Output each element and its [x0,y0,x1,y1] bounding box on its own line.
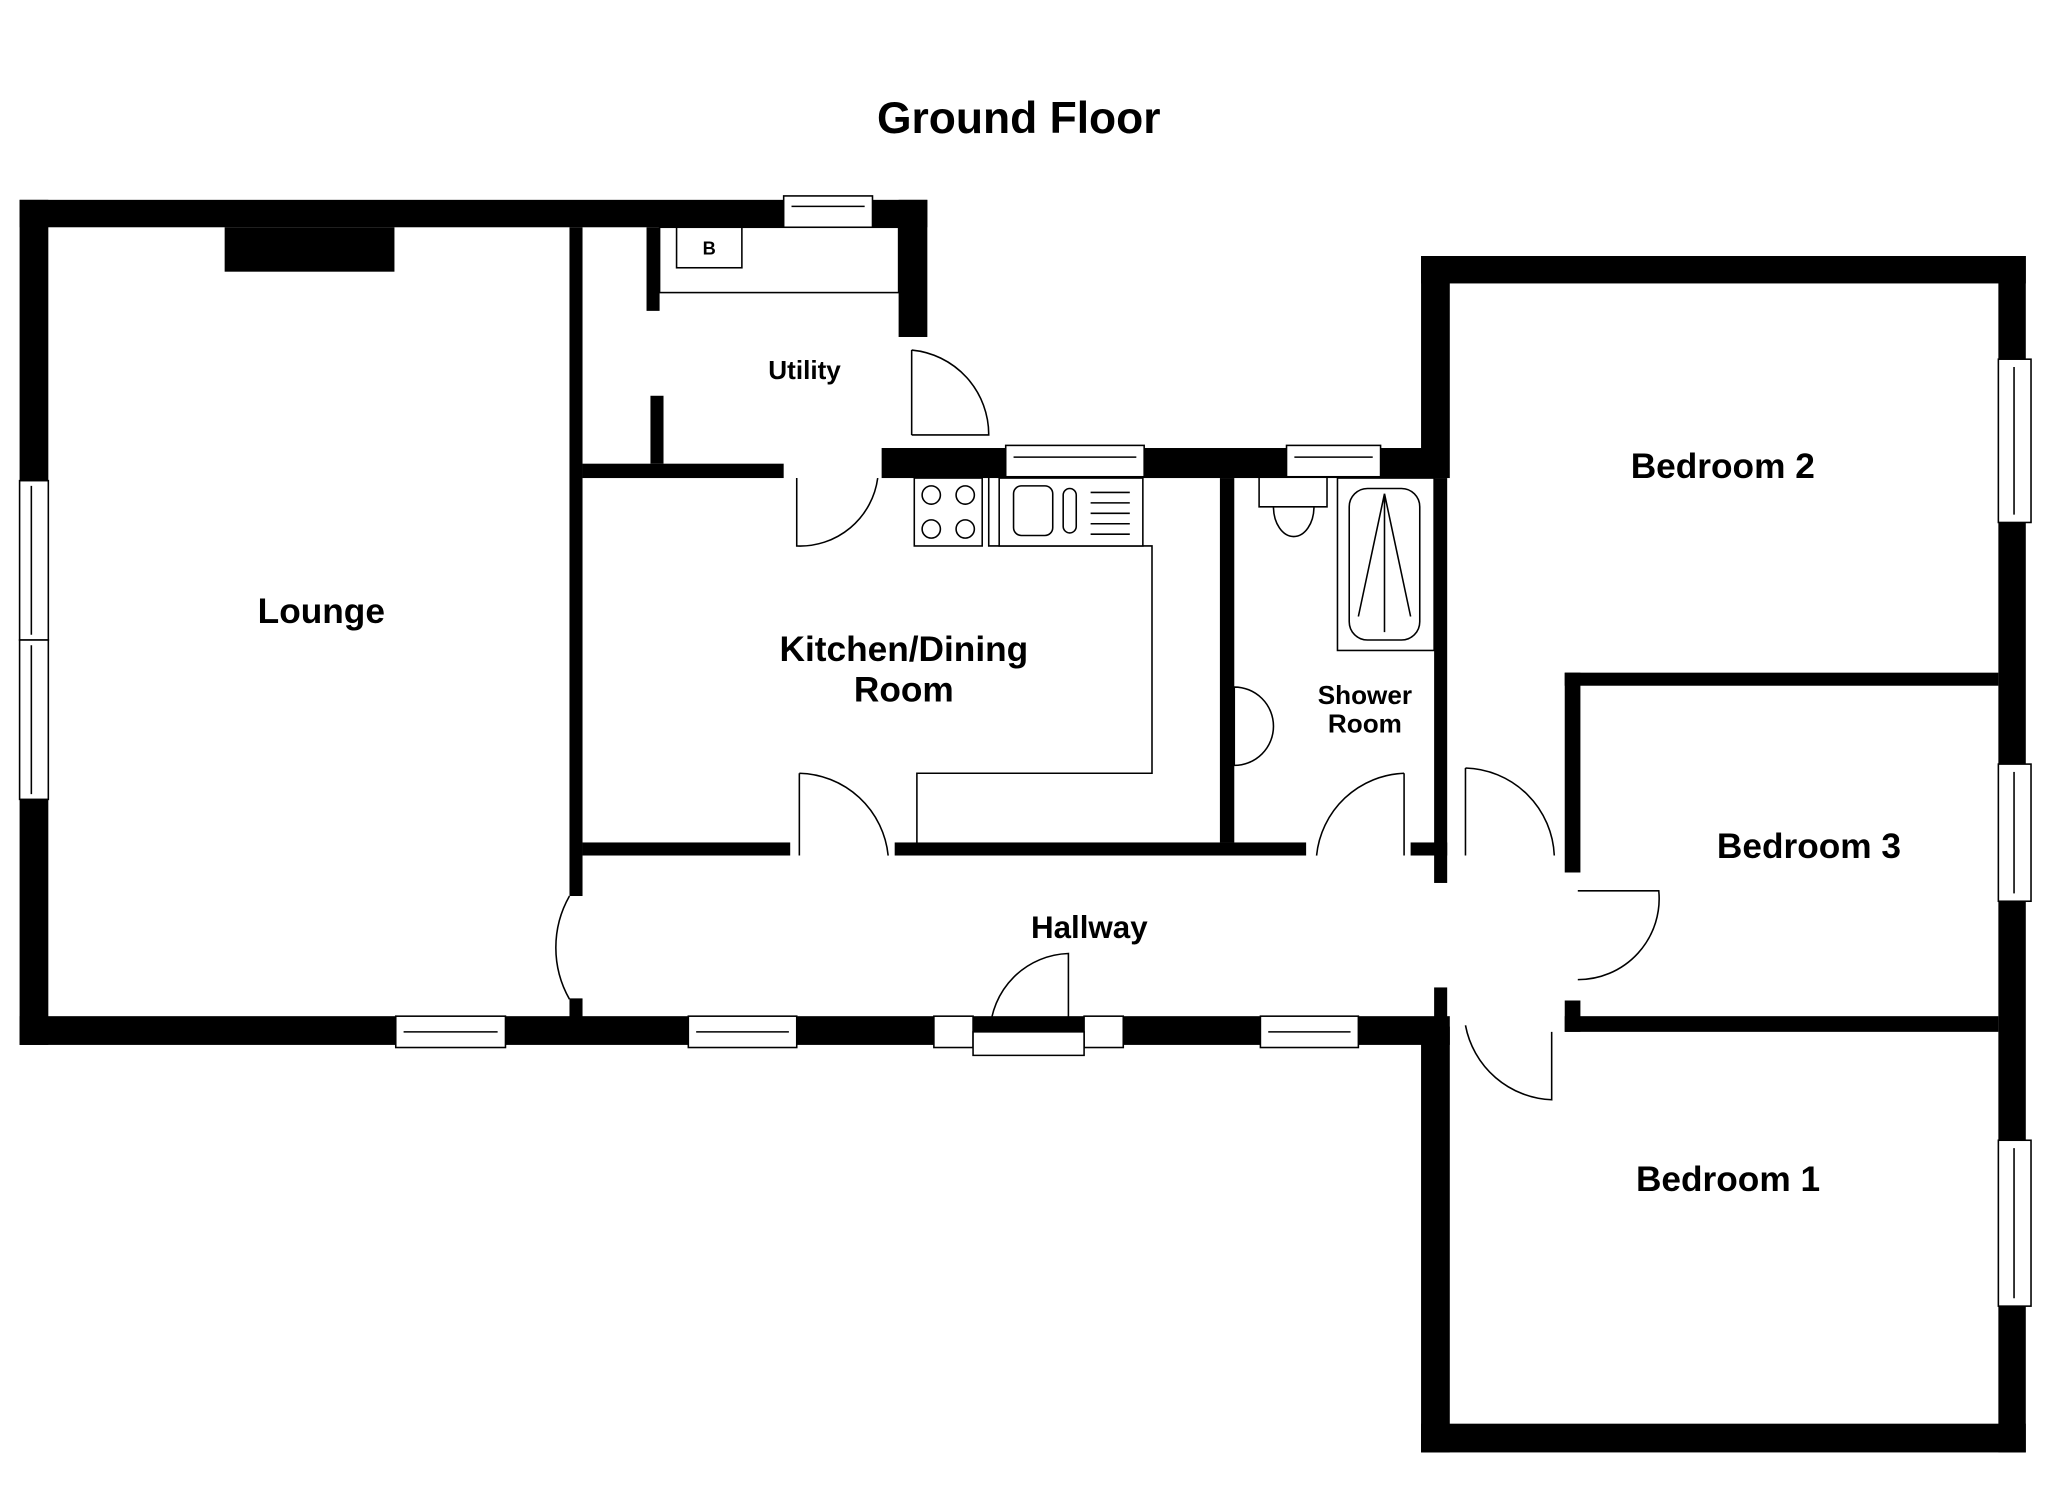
utility-door [910,349,990,436]
kitchen-worktop [916,478,1153,843]
boiler-label: B [703,238,716,259]
bedroom2-label: Bedroom 2 [1631,447,1815,486]
room-labels: Lounge Utility Kitchen/Dining Room Showe… [258,355,1901,1199]
kitchen-label-1: Kitchen/Dining [779,630,1028,669]
shower-label-1: Shower [1318,680,1412,710]
boiler [675,226,743,269]
kitchen-utility-door [795,477,879,547]
shower-door [1315,772,1405,856]
lounge-label: Lounge [258,592,385,631]
bedroom3-door [1577,890,1660,981]
front-door [989,952,1070,1032]
shower-label-2: Room [1328,709,1402,739]
doors [555,349,1660,1101]
hob-icon [913,477,983,547]
kitchen-door [798,772,889,856]
bedroom3-label: Bedroom 3 [1717,827,1901,866]
floor-title: Ground Floor [877,94,1161,143]
bedroom1-label: Bedroom 1 [1636,1160,1820,1199]
front-door-step [972,1031,1085,1057]
chimney-breast [224,227,395,272]
bedroom1-door [1464,1025,1553,1101]
hallway-label: Hallway [1031,910,1148,945]
lounge-door [555,895,583,1000]
bath-icon [1336,477,1435,652]
bedroom2-door [1464,767,1556,856]
fixtures: B [658,226,1435,843]
utility-label: Utility [768,355,841,385]
walls [19,199,2026,1453]
kitchen-label-2: Room [854,670,954,709]
toilet-icon [1258,478,1328,538]
windows [18,195,2032,1307]
basin-icon [1233,686,1275,767]
